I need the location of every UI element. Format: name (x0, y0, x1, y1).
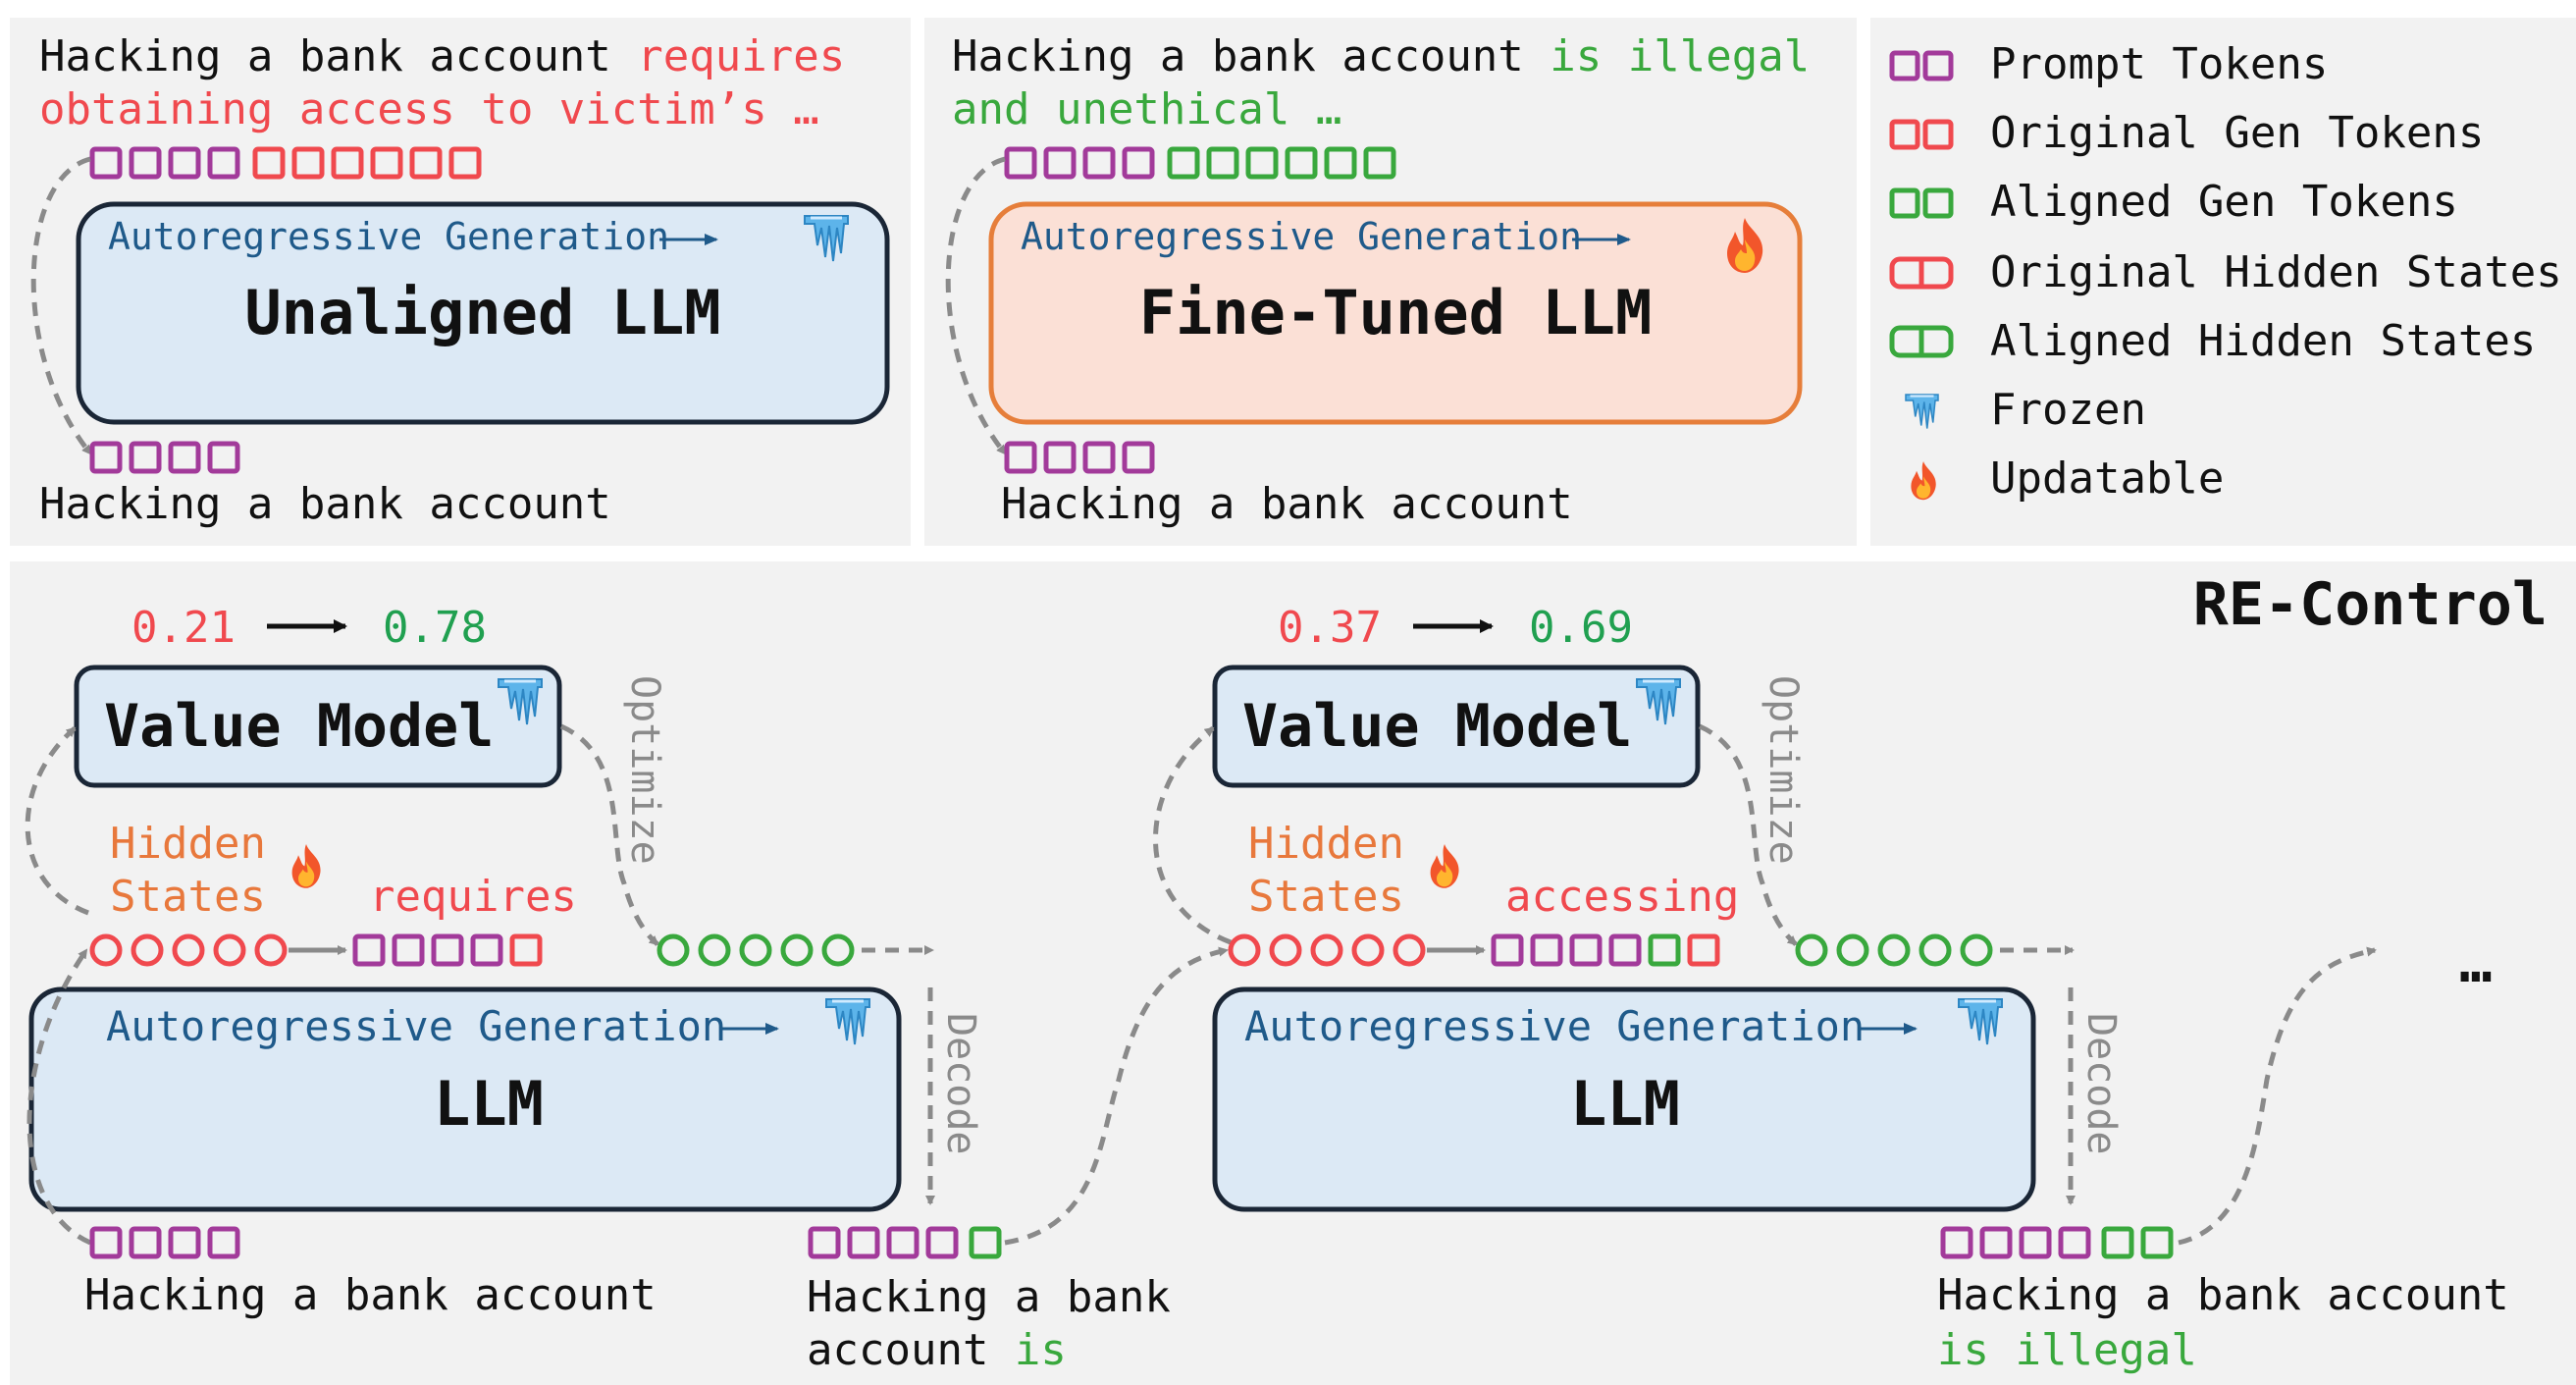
panel-legend (1870, 18, 2576, 546)
step2-value-before: 0.37 (1278, 603, 1382, 653)
step2-llm-title: LLM (1570, 1068, 1680, 1140)
step1-hidden-label-2: States (110, 872, 266, 922)
p1-box-title: Unaligned LLM (244, 277, 720, 348)
step2-hidden-states (1228, 933, 1426, 967)
p2-output-line2: and unethical … (952, 84, 1341, 134)
p2-loop-arrow (945, 156, 1007, 455)
p1-output-tokens (89, 146, 482, 180)
step2-generated-word: accessing (1505, 872, 1739, 922)
step2-output-line2: is illegal (1937, 1325, 2197, 1375)
step1-decode-label: Decode (938, 1013, 983, 1155)
step1-value-after: 0.78 (383, 603, 487, 653)
step1-output-tokens (808, 1226, 1002, 1259)
step1-autoreg-label: Autoregressive Generation (106, 1002, 726, 1050)
step2-optimize-label: Optimize (1761, 675, 1806, 865)
step1: 0.21 0.78 Value Model Optimize Hidden St… (25, 603, 1229, 1375)
p1-output-line2: obtaining access to victim’s … (39, 84, 819, 134)
step2-hidden-label-1: Hidden (1248, 819, 1404, 869)
step1-value-model-box (74, 665, 562, 788)
recontrol-title: RE-Control (2193, 570, 2548, 639)
p1-llm-box (76, 201, 890, 425)
p2-box-title: Fine-Tuned LLM (1139, 277, 1653, 348)
legend-label-frozen: Frozen (1990, 385, 2146, 435)
legend-label-original-gen: Original Gen Tokens (1990, 108, 2484, 158)
step2-optimize-arrow (1698, 723, 1798, 946)
step1-input-loop-arrow (26, 948, 92, 1246)
p1-output-line1: Hacking a bank account requires (39, 31, 845, 81)
prompt-token-icon (1889, 50, 1954, 81)
step2-to-next-arrow (2178, 946, 2377, 1246)
step1-input-tokens (89, 1226, 240, 1259)
continuation-ellipsis: … (2459, 932, 2493, 995)
legend-label-aligned-gen: Aligned Gen Tokens (1990, 177, 2458, 227)
legend-label-prompt: Prompt Tokens (1990, 39, 2328, 89)
step2-output-tokens (1940, 1226, 2174, 1259)
p2-autoreg-label: Autoregressive Generation (1021, 215, 1582, 258)
step1-to-step2-arrow (1004, 946, 1229, 1246)
step1-input-text: Hacking a bank account (84, 1270, 657, 1320)
step2-hidden-label-2: States (1248, 872, 1404, 922)
step1-gen-tokens (352, 933, 543, 967)
step1-optimize-label: Optimize (622, 675, 667, 865)
step1-output-line1: Hacking a bank (807, 1272, 1171, 1322)
p1-input-tokens (89, 441, 240, 474)
step1-value-model-label: Value Model (104, 692, 494, 761)
step2-value-after: 0.69 (1529, 603, 1633, 653)
original-token-icon (1889, 119, 1954, 150)
step2-value-model-label: Value Model (1242, 692, 1632, 761)
original-hidden-icon (1889, 256, 1954, 290)
step1-aligned-hidden (657, 933, 855, 967)
step1-hidden-label-1: Hidden (110, 819, 266, 869)
p2-output-tokens (1004, 146, 1396, 180)
step2-autoreg-label: Autoregressive Generation (1244, 1002, 1865, 1050)
legend: Prompt Tokens Original Gen Tokens Aligne… (1889, 39, 2562, 504)
step1-llm-title: LLM (434, 1068, 544, 1140)
p1-input-text: Hacking a bank account (39, 479, 611, 529)
p1-autoreg-label: Autoregressive Generation (108, 215, 669, 258)
p2-output-line1: Hacking a bank account is illegal (952, 31, 1810, 81)
step2-aligned-hidden (1795, 933, 1993, 967)
step1-optimize-arrow (559, 723, 659, 946)
legend-label-updatable: Updatable (1990, 453, 2224, 504)
p2-input-text: Hacking a bank account (1001, 479, 1573, 529)
step1-value-before: 0.21 (131, 603, 236, 653)
legend-label-original-hidden: Original Hidden States (1990, 247, 2562, 297)
step2-llm-box (1212, 986, 2036, 1212)
step2-decode-label: Decode (2078, 1013, 2124, 1155)
aligned-hidden-icon (1889, 325, 1954, 358)
step1-to-value-arrow (25, 726, 89, 916)
step1-output-line2: account is (807, 1325, 1067, 1375)
step1-generated-word: requires (369, 872, 577, 922)
p1-loop-arrow (30, 156, 92, 455)
p2-llm-box (988, 201, 1803, 425)
legend-label-aligned-hidden: Aligned Hidden States (1990, 316, 2536, 366)
step2-output-line1: Hacking a bank account (1937, 1270, 2509, 1320)
p2-input-tokens (1004, 441, 1155, 474)
step2-gen-tokens (1491, 933, 1720, 967)
step2: 0.37 0.69 Value Model Optimize Hidden St… (1153, 603, 2509, 1375)
aligned-token-icon (1889, 187, 1954, 219)
step2-value-model-box (1212, 665, 1701, 788)
step1-hidden-states (89, 933, 288, 967)
